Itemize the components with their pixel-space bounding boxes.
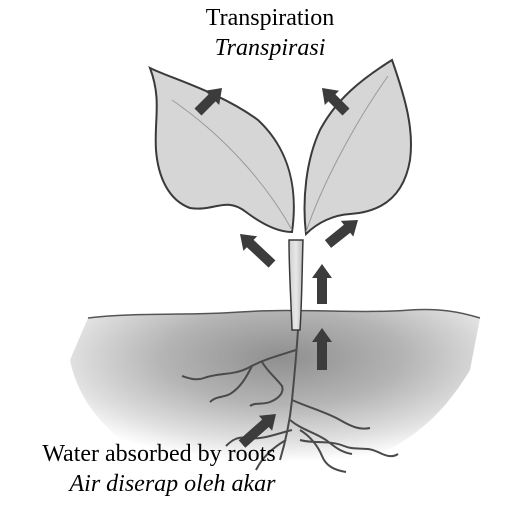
stem-to-left-leaf-arrow xyxy=(240,234,275,268)
transpiration-label: Transpiration xyxy=(180,4,360,32)
right-leaf xyxy=(305,60,411,234)
transpiration-label-translation: Transpirasi xyxy=(180,34,360,62)
stem-to-right-leaf-arrow xyxy=(325,220,358,248)
root-absorption-label: Water absorbed by roots xyxy=(0,440,318,468)
left-leaf xyxy=(150,68,294,232)
root-absorption-label-translation: Air diserap oleh akar xyxy=(0,470,345,498)
stem xyxy=(289,240,303,330)
stem-up-arrow-upper xyxy=(312,264,332,304)
